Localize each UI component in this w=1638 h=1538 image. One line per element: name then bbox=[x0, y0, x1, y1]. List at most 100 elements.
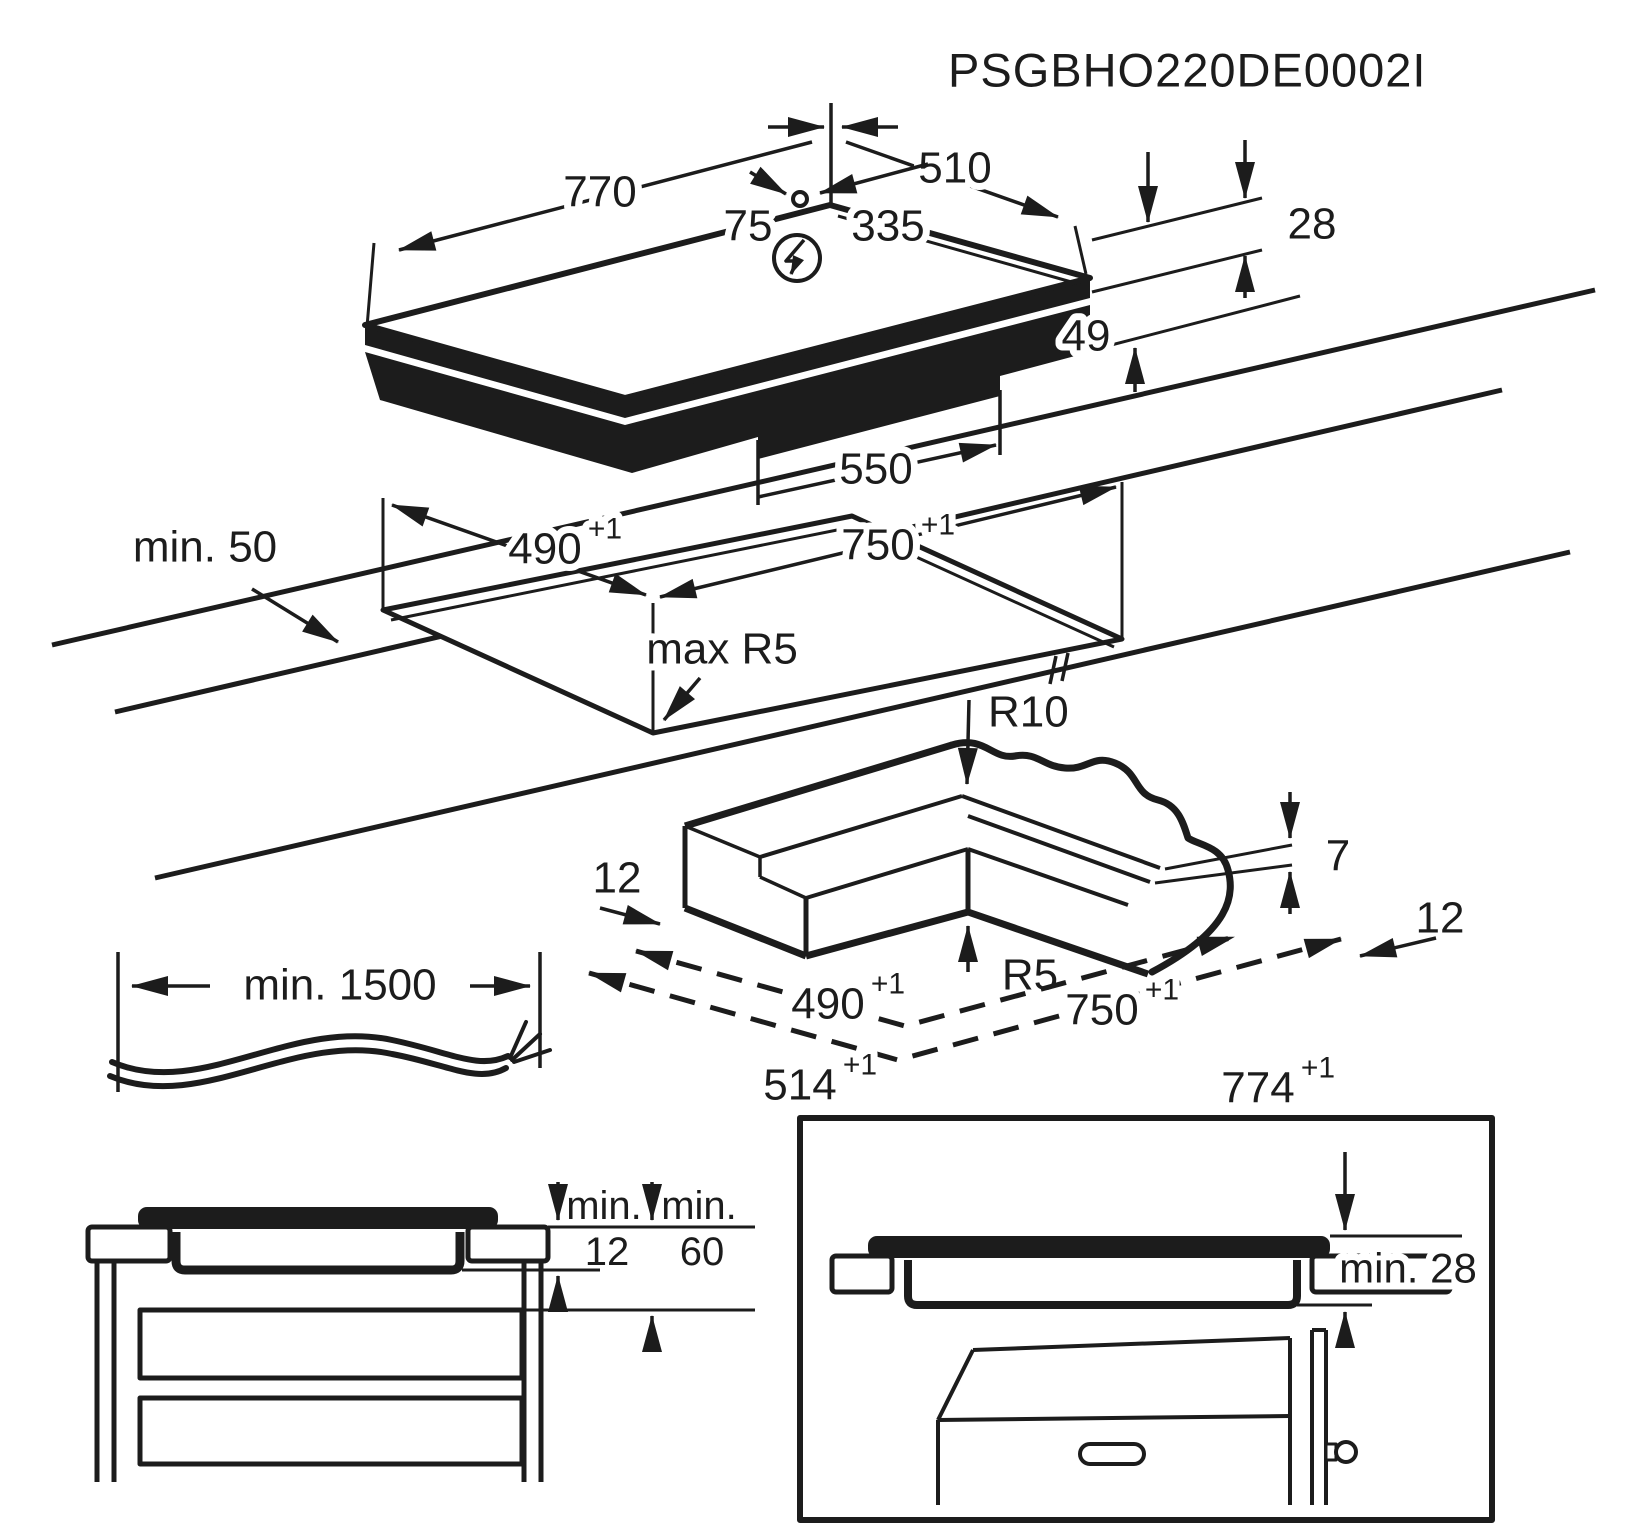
arrow-335 bbox=[819, 162, 929, 195]
dim-line-770 bbox=[398, 140, 813, 252]
arrow-R10 bbox=[957, 699, 978, 785]
break-mark-2b bbox=[1060, 652, 1070, 682]
cabinet-oven-view: min. 28 bbox=[797, 1115, 1495, 1523]
block-rebate-top-left bbox=[759, 794, 963, 859]
dim-label-min50: min. 50 bbox=[133, 523, 277, 572]
ext-line-28-top bbox=[1091, 196, 1263, 242]
label-min-2: min. bbox=[661, 1184, 737, 1228]
arrow-min50 bbox=[251, 587, 339, 644]
dim-label-514: 514 bbox=[763, 1061, 836, 1110]
power-cable-view: min. 1500 bbox=[107, 952, 552, 1092]
cabinet-front-view: min. 12 min. 60 bbox=[85, 1182, 755, 1482]
arrow-75 bbox=[749, 166, 787, 196]
cable-wire-end-1 bbox=[508, 1020, 528, 1060]
dim-label-750: 750 bbox=[841, 521, 914, 570]
corner-block bbox=[682, 739, 1234, 978]
dim-label-490: 490 bbox=[508, 525, 581, 574]
cable-entry-point bbox=[791, 190, 809, 208]
dim-label-maxR5: max R5 bbox=[646, 625, 798, 674]
dim-label-335: 335 bbox=[851, 202, 924, 251]
block-rebate-top-right bbox=[961, 794, 1161, 870]
worktop-left-section bbox=[85, 1224, 173, 1264]
arrow-12-left bbox=[599, 905, 661, 926]
electric-symbol bbox=[772, 233, 822, 283]
cable-wire-end-3 bbox=[512, 1048, 552, 1064]
worktop-front-bottom-edge bbox=[154, 549, 1571, 881]
label-12-value: 12 bbox=[585, 1230, 630, 1274]
worktop-right-section bbox=[465, 1224, 551, 1264]
dim-label-49: 49 bbox=[1062, 312, 1111, 361]
block-left-cut-bottom bbox=[683, 904, 808, 960]
dim-label-490-detail: 490 bbox=[791, 980, 864, 1029]
block-top-cut-edge bbox=[684, 824, 761, 859]
dim-label-R10: R10 bbox=[988, 688, 1069, 737]
electric-symbol-circle bbox=[772, 233, 822, 283]
dim-label-774: 774 bbox=[1221, 1064, 1294, 1113]
oven-worktop-right bbox=[1309, 1253, 1453, 1295]
dim-label-75: 75 bbox=[724, 202, 773, 251]
dim-label-774-sup: +1 bbox=[1301, 1052, 1335, 1085]
ext-line-510 bbox=[1073, 225, 1088, 275]
glass-edge-band bbox=[365, 278, 1090, 418]
dim-line-510 bbox=[845, 140, 1059, 219]
dim-label-770: 770 bbox=[563, 168, 636, 217]
label-min-1: min. bbox=[566, 1184, 642, 1228]
oven bbox=[936, 1328, 1358, 1505]
ext-line-7-bottom bbox=[1154, 863, 1293, 885]
dashed-glass-outline bbox=[588, 936, 1342, 1063]
oven-left-slant bbox=[936, 1349, 975, 1421]
dim-label-750-detail: 750 bbox=[1065, 986, 1138, 1035]
dim-label-min28: min. 28 bbox=[1339, 1245, 1477, 1292]
worktop-cutout-view: 490 +1 750 +1 min. 50 max R5 bbox=[114, 387, 1571, 881]
drawer-upper bbox=[137, 1307, 525, 1381]
corner-detail-view: R10 R5 7 12 12 490 +1 750 +1 514 +1 774 … bbox=[588, 688, 1465, 1120]
dim-line-490 bbox=[391, 503, 647, 597]
block-rebate-bottom-right bbox=[967, 814, 1151, 884]
block-bottom-front-left bbox=[805, 908, 969, 960]
dim-label-12-right: 12 bbox=[1416, 894, 1465, 943]
dim-label-R5: R5 bbox=[1002, 951, 1058, 1000]
ext-line-49 bbox=[1091, 294, 1301, 352]
lightning-bolt-icon bbox=[784, 238, 806, 275]
oven-hob-body-profile bbox=[904, 1260, 1301, 1309]
dim-line-750 bbox=[659, 485, 1117, 599]
oven-knob bbox=[1334, 1440, 1358, 1464]
block-ledge-front-right bbox=[967, 847, 1129, 907]
drawer-lower bbox=[137, 1395, 525, 1467]
dim-label-510: 510 bbox=[918, 144, 991, 193]
dim-label-12-left: 12 bbox=[593, 854, 642, 903]
block-ledge-front-left bbox=[805, 847, 969, 900]
arrow-12-right bbox=[1359, 936, 1437, 958]
hob-view: 770 510 75 335 28 49 550 bbox=[51, 103, 1596, 648]
glass-bevel-line bbox=[837, 214, 1076, 285]
ext-line-770 bbox=[365, 242, 376, 328]
dim-label-750-detail-sup: +1 bbox=[1145, 974, 1179, 1007]
ext-line-7-top bbox=[1164, 843, 1293, 871]
dim-label-750-sup: +1 bbox=[921, 509, 955, 542]
arrow-maxR5 bbox=[662, 676, 702, 722]
power-cable-top bbox=[109, 1033, 511, 1076]
block-back-top-edge bbox=[683, 741, 954, 830]
break-mark-2a bbox=[1048, 655, 1058, 685]
power-cable-bottom bbox=[107, 1047, 509, 1090]
worktop-back-edge bbox=[51, 287, 1596, 648]
ext-line-28-bottom bbox=[1091, 248, 1263, 294]
block-rebate-cut-ledge bbox=[759, 875, 807, 900]
oven-top-edge bbox=[972, 1336, 1291, 1352]
dim-label-514-sup: +1 bbox=[843, 1049, 877, 1082]
dim-label-550: 550 bbox=[839, 445, 912, 494]
glass-top-face bbox=[362, 202, 1093, 401]
dim-label-28: 28 bbox=[1288, 200, 1337, 249]
oven-handle bbox=[1078, 1442, 1146, 1466]
oven-worktop-left bbox=[829, 1253, 895, 1295]
drawing-code: PSGBHO220DE0002I bbox=[948, 44, 1426, 97]
detail-frame bbox=[797, 1115, 1495, 1523]
label-60-value: 60 bbox=[680, 1230, 725, 1274]
hob-body bbox=[365, 305, 1090, 473]
dim-label-490-sup: +1 bbox=[588, 513, 622, 546]
dim-label-7: 7 bbox=[1326, 832, 1350, 881]
oven-front-top-line bbox=[937, 1414, 1291, 1422]
dim-label-min1500: min. 1500 bbox=[243, 961, 436, 1010]
